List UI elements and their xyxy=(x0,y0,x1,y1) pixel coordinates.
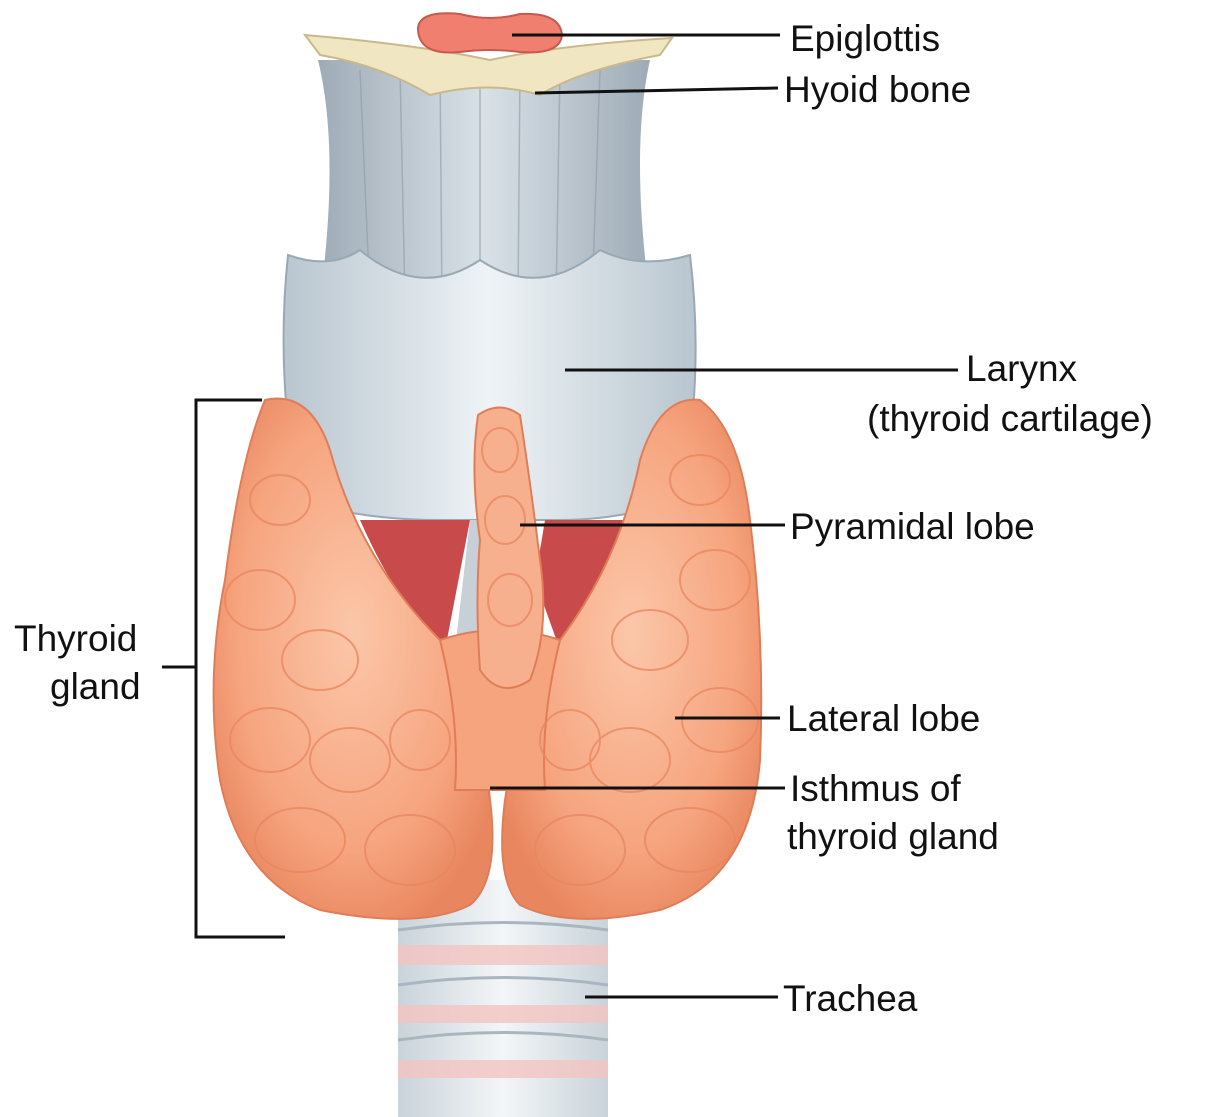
label-pyramidal-lobe: Pyramidal lobe xyxy=(790,505,1035,549)
label-isthmus-line2: thyroid gland xyxy=(787,815,999,859)
label-isthmus-line1: Isthmus of xyxy=(790,767,961,811)
label-thyroid-gland-line2: gland xyxy=(50,665,141,709)
epiglottis xyxy=(418,13,562,52)
label-hyoid-bone: Hyoid bone xyxy=(784,68,971,112)
label-trachea: Trachea xyxy=(783,977,917,1021)
label-lateral-lobe: Lateral lobe xyxy=(787,697,980,741)
label-larynx: Larynx xyxy=(966,347,1077,391)
label-larynx-sub: (thyroid cartilage) xyxy=(867,397,1153,441)
label-epiglottis: Epiglottis xyxy=(790,17,940,61)
label-thyroid-gland-line1: Thyroid xyxy=(14,617,137,661)
thyroid-gland xyxy=(214,399,762,919)
